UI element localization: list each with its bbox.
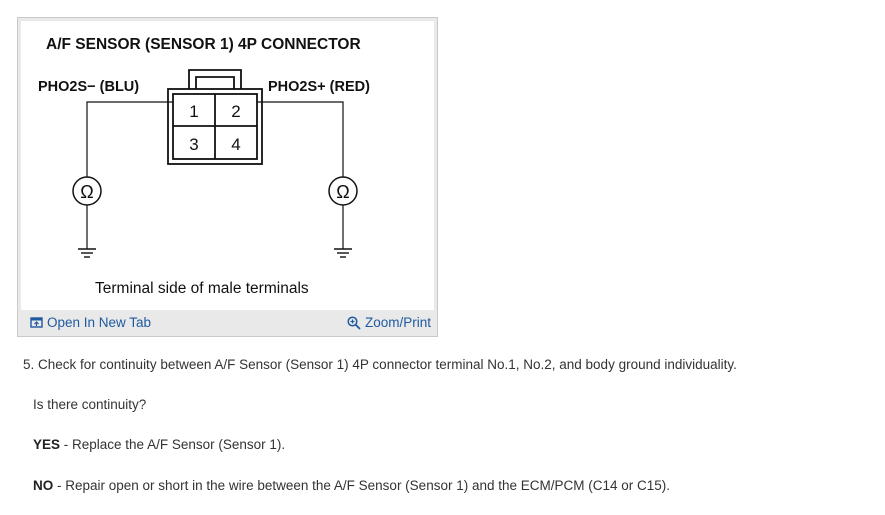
zoom-print-label: Zoom/Print bbox=[364, 315, 431, 330]
ground-icon bbox=[334, 248, 352, 258]
yes-answer: YES - Replace the A/F Sensor (Sensor 1). bbox=[33, 437, 285, 452]
ground-icon bbox=[78, 248, 96, 258]
zoom-print-link[interactable]: Zoom/Print bbox=[347, 315, 431, 330]
no-label: NO bbox=[33, 478, 54, 493]
svg-text:Ω: Ω bbox=[80, 182, 93, 202]
connector-diagram: A/F SENSOR (SENSOR 1) 4P CONNECTOR PHO2S… bbox=[21, 21, 434, 310]
no-text: - Repair open or short in the wire betwe… bbox=[53, 478, 671, 493]
ohmmeter-icon: Ω bbox=[328, 176, 358, 206]
diagram-svg: A/F SENSOR (SENSOR 1) 4P CONNECTOR PHO2S… bbox=[38, 36, 370, 297]
terminal-1: 1 bbox=[189, 102, 198, 121]
ohmmeter-icon: Ω bbox=[72, 176, 102, 206]
zoom-icon bbox=[347, 315, 361, 330]
diagram-title: A/F SENSOR (SENSOR 1) 4P CONNECTOR bbox=[46, 36, 361, 53]
figure-toolbar: Open In New Tab Zoom/Print bbox=[18, 310, 437, 336]
right-wire-label: PHO2S+ (RED) bbox=[268, 79, 370, 95]
yes-text: - Replace the A/F Sensor (Sensor 1). bbox=[60, 437, 286, 452]
terminal-4: 4 bbox=[231, 135, 240, 154]
open-in-new-tab-label: Open In New Tab bbox=[47, 315, 152, 330]
figure-frame: A/F SENSOR (SENSOR 1) 4P CONNECTOR PHO2S… bbox=[17, 17, 438, 337]
step-5-text: 5. Check for continuity between A/F Sens… bbox=[23, 357, 737, 372]
no-answer: NO - Repair open or short in the wire be… bbox=[33, 478, 670, 493]
yes-label: YES bbox=[33, 437, 61, 452]
open-in-new-tab-icon bbox=[30, 317, 43, 328]
open-in-new-tab-link[interactable]: Open In New Tab bbox=[30, 315, 151, 330]
terminal-3: 3 bbox=[189, 135, 198, 154]
continuity-question: Is there continuity? bbox=[33, 397, 147, 412]
connector-4p bbox=[167, 69, 263, 165]
left-wire-label: PHO2S− (BLU) bbox=[38, 79, 139, 95]
svg-text:Ω: Ω bbox=[336, 182, 349, 202]
diagram-caption: Terminal side of male terminals bbox=[95, 280, 309, 297]
wires bbox=[86, 101, 344, 249]
terminal-2: 2 bbox=[231, 102, 240, 121]
